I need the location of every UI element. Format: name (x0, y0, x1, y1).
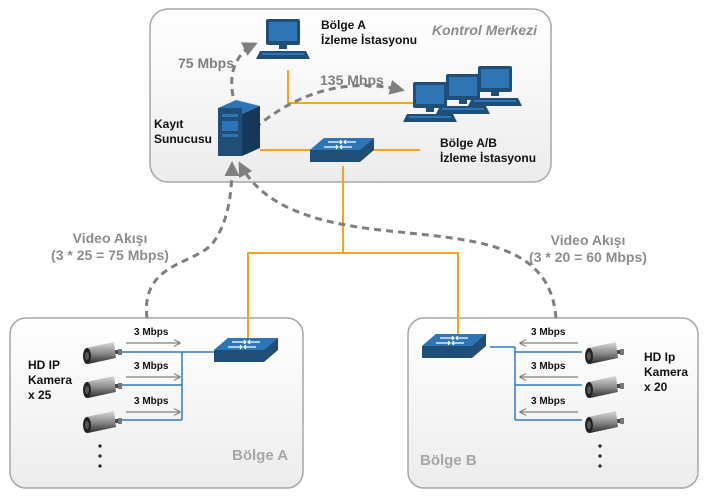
zone-a-camera-label: HD IP Kamera x 25 (28, 358, 72, 403)
video-stream-left-line1: Video Akışı (72, 230, 148, 246)
zone-a-rate-label: 3 Mbps (134, 396, 169, 407)
zone-b-camera-line1: HD Ip (644, 350, 676, 364)
zone-a-label: Bölge A (232, 447, 289, 464)
video-stream-left-line2: (3 * 25 = 75 Mbps) (51, 247, 169, 263)
zone-b-rate-label: 3 Mbps (531, 361, 566, 372)
zone-a-camera-line3: x 25 (28, 388, 52, 402)
zone-a-camera-line1: HD IP (28, 358, 61, 372)
flow-to-ab-label: 135 Mbps (320, 72, 384, 88)
zone-ab-station-label: Bölge A/B İzleme İstasyonu (440, 136, 536, 166)
recording-server-label: Kayıt Sunucusu (154, 117, 212, 147)
video-flow-arrows (145, 42, 558, 319)
zone-b-camera-line3: x 20 (644, 380, 668, 394)
flow-to-a-label: 75 Mbps (178, 55, 235, 71)
zone-a-camera-links (122, 351, 214, 421)
zone-b-camera-line2: Kamera (644, 365, 689, 379)
zone-a-rate-label: 3 Mbps (134, 361, 169, 372)
recording-server-icon (218, 100, 260, 156)
zone-b-camera-label: HD Ip Kamera x 20 (644, 350, 688, 395)
video-stream-right-line2: (3 * 20 = 60 Mbps) (529, 249, 647, 265)
zone-b-rate-label: 3 Mbps (531, 396, 566, 407)
zone-a-station-label: Bölge A İzleme İstasyonu (321, 18, 417, 48)
zone-a-station-line2: İzleme İstasyonu (321, 33, 418, 47)
zone-ab-station-line2: İzleme İstasyonu (440, 151, 537, 165)
zone-b-camera-links (490, 346, 582, 421)
zone-b-label: Bölge B (420, 452, 477, 469)
control-center-title: Kontrol Merkezi (432, 22, 538, 38)
video-stream-left-label: Video Akışı (3 * 25 = 75 Mbps) (40, 230, 180, 264)
zone-a-camera-line2: Kamera (28, 373, 73, 387)
backbone-links (247, 70, 459, 348)
recording-server-line1: Kayıt (154, 117, 184, 131)
zone-ab-station-line1: Bölge A/B (440, 136, 497, 150)
zone-a-station-line1: Bölge A (321, 18, 366, 32)
zone-a-more-dots (98, 444, 102, 468)
recording-server-line2: Sunucusu (154, 132, 213, 146)
video-stream-right-line1: Video Akışı (550, 232, 626, 248)
video-stream-right-label: Video Akışı (3 * 20 = 60 Mbps) (518, 232, 658, 266)
zone-a-rate-label: 3 Mbps (134, 327, 169, 338)
zone-a-rate-arrows (126, 343, 180, 412)
zone-b-panel (407, 317, 699, 489)
zone-b-more-dots (598, 444, 602, 468)
zone-b-rate-label: 3 Mbps (531, 327, 566, 338)
zone-b-rate-arrows (520, 343, 578, 412)
